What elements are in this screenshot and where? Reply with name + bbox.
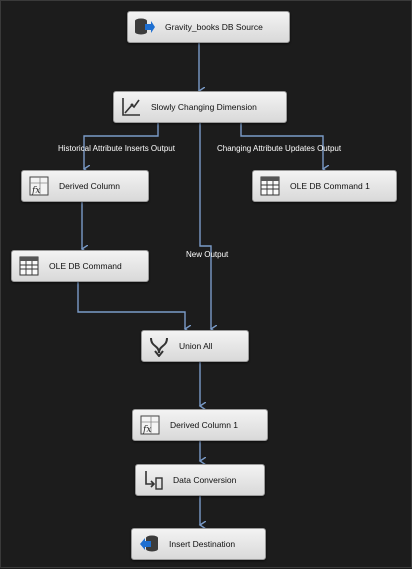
scd-label: Slowly Changing Dimension <box>151 102 257 112</box>
ole-db-command-1-component[interactable]: OLE DB Command 1 <box>252 170 397 202</box>
ole-db-command-component[interactable]: OLE DB Command <box>11 250 149 282</box>
scd-component[interactable]: Slowly Changing Dimension <box>113 91 287 123</box>
changing-path-label[interactable]: Changing Attribute Updates Output <box>217 144 342 153</box>
ole-db-command-label: OLE DB Command <box>49 261 122 271</box>
union-icon <box>147 334 171 358</box>
db-destination-icon <box>137 532 161 556</box>
derived-column-1-component[interactable]: fx Derived Column 1 <box>132 409 268 441</box>
ole-db-command-1-label: OLE DB Command 1 <box>290 181 370 191</box>
conversion-icon <box>141 468 165 492</box>
data-conversion-label: Data Conversion <box>173 475 237 485</box>
connector-historical-path <box>84 121 159 169</box>
source-label: Gravity_books DB Source <box>165 22 263 32</box>
union-all-component[interactable]: Union All <box>141 330 249 362</box>
connector-oledb-to-union <box>77 281 185 329</box>
connector-new-output-path <box>199 121 211 329</box>
grid-icon <box>17 254 41 278</box>
insert-destination-component[interactable]: Insert Destination <box>131 528 266 560</box>
db-source-icon <box>133 15 157 39</box>
union-all-label: Union All <box>179 341 213 351</box>
scd-icon <box>119 95 143 119</box>
derived-column-label: Derived Column <box>59 181 120 191</box>
connector-changing-path <box>240 121 323 169</box>
derived-column-component[interactable]: fx Derived Column <box>21 170 149 202</box>
source-component[interactable]: Gravity_books DB Source <box>127 11 290 43</box>
grid-icon <box>258 174 282 198</box>
svg-text:fx: fx <box>142 425 151 435</box>
fx-icon: fx <box>27 174 51 198</box>
insert-destination-label: Insert Destination <box>169 539 236 549</box>
new-output-path-label[interactable]: New Output <box>186 250 229 259</box>
data-conversion-component[interactable]: Data Conversion <box>135 464 265 496</box>
historical-path-label[interactable]: Historical Attribute Inserts Output <box>58 144 175 153</box>
fx-icon: fx <box>138 413 162 437</box>
derived-column-1-label: Derived Column 1 <box>170 420 239 430</box>
svg-text:fx: fx <box>31 186 40 196</box>
